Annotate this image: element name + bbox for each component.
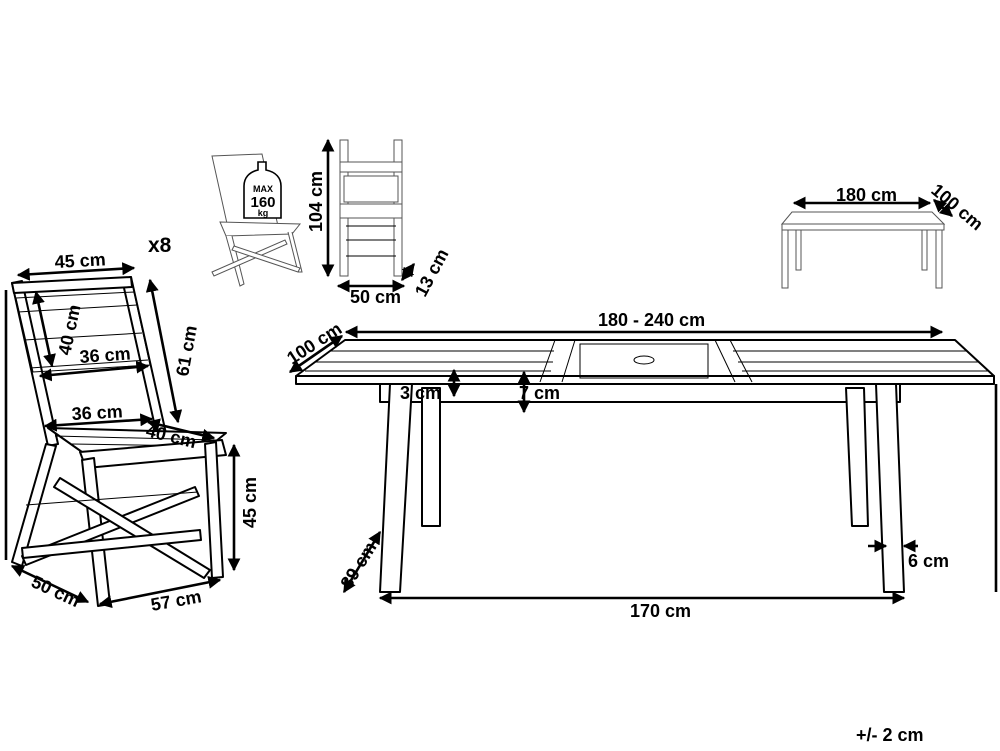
table-dimension-lines (288, 325, 998, 605)
folded-chair-height-label: 104 cm (306, 171, 326, 232)
table-length-range-label: 180 - 240 cm (598, 310, 705, 330)
small-table-drawing (780, 211, 946, 289)
table-apron-height-label: 7 cm (519, 383, 560, 403)
table-top-thickness-label: 3 cm (400, 383, 441, 403)
quantity-badge: x8 (148, 234, 172, 257)
folding-chair-drawing (11, 276, 227, 607)
chair-dimension-lines (4, 262, 241, 609)
chair-load-sketch (211, 153, 303, 287)
chair-back-side-height-label: 61 cm (172, 324, 201, 378)
chair-base-depth-label: 50 cm (28, 571, 83, 611)
table-height-label: 89 cm (336, 538, 380, 592)
chair-base-length-label: 57 cm (149, 586, 203, 615)
folded-chair-dimension-lines (321, 138, 416, 293)
chair-seat-width-label: 36 cm (71, 401, 123, 424)
folded-chair-width-label: 50 cm (350, 287, 401, 307)
small-table-dimension-lines (792, 196, 953, 217)
load-max-label: MAX (253, 184, 273, 194)
load-value-label: 160 (250, 194, 275, 211)
small-table-length-label: 180 cm (836, 185, 897, 205)
chair-back-inner-width-label: 36 cm (79, 343, 131, 367)
folded-chair-drawing (339, 139, 403, 277)
tolerance-note: +/- 2 cm (856, 725, 924, 745)
extendable-table-drawing (295, 339, 995, 593)
load-unit-label: kg (258, 208, 269, 218)
table-leg-thickness-label: 6 cm (908, 551, 949, 571)
chair-seat-height-label: 45 cm (240, 477, 260, 528)
chair-back-width-label: 45 cm (54, 249, 106, 272)
folded-chair-thickness-label: 13 cm (411, 245, 453, 299)
table-leg-span-label: 170 cm (630, 601, 691, 621)
